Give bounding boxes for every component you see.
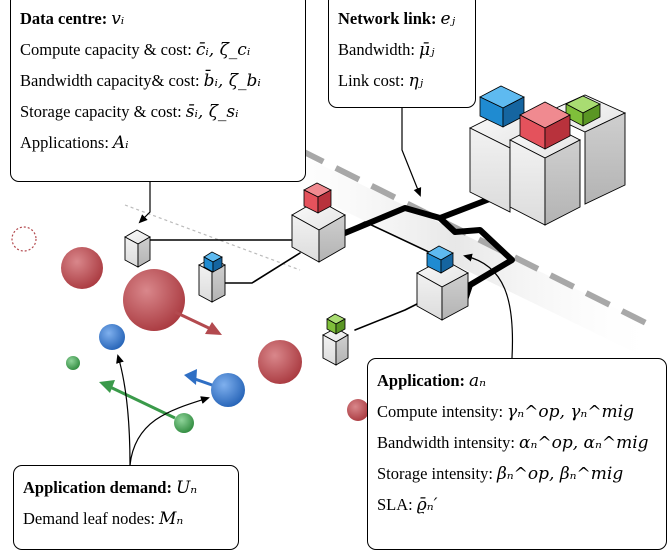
datacentre-small-bottom bbox=[322, 313, 349, 366]
application-callout-pointer bbox=[463, 253, 514, 359]
network-link bbox=[437, 215, 515, 303]
demand-sphere-red bbox=[258, 340, 302, 384]
callout-row: Storage intensity: βₙ^op, βₙ^mig bbox=[377, 458, 657, 489]
datacentre-small-mid bbox=[198, 251, 226, 303]
callout-row: Bandwidth: μ̄ⱼ bbox=[338, 34, 466, 65]
callout-row: Bandwidth intensity: αₙ^op, αₙ^mig bbox=[377, 427, 657, 458]
demand-sphere-red bbox=[61, 247, 103, 289]
callout-row: Applications: Aᵢ bbox=[20, 127, 296, 158]
callout-title: Application demand: Uₙ bbox=[23, 472, 229, 503]
callout-row: Storage capacity & cost: s̄ᵢ, ζ_sᵢ bbox=[20, 96, 296, 127]
network-link-title: Network link: bbox=[338, 8, 437, 28]
row-expr: ηⱼ bbox=[408, 70, 424, 91]
datacentre-small-left bbox=[124, 229, 151, 268]
row-label: Link cost: bbox=[338, 70, 405, 90]
row-label: Bandwidth capacity& cost: bbox=[20, 70, 200, 90]
row-label: SLA: bbox=[377, 494, 413, 514]
row-expr: γₙ^op, γₙ^mig bbox=[507, 401, 634, 422]
network-link bbox=[214, 252, 301, 284]
application-title: Application: bbox=[377, 370, 466, 390]
callout-row: Compute intensity: γₙ^op, γₙ^mig bbox=[377, 396, 657, 427]
row-label: Storage capacity & cost: bbox=[20, 101, 182, 121]
network-link-callout: Network link: eⱼ Bandwidth: μ̄ⱼ Link cos… bbox=[328, 0, 476, 108]
callout-title: Data centre: vᵢ bbox=[20, 3, 296, 34]
movement-arrow-blue bbox=[184, 369, 213, 387]
row-expr: Aᵢ bbox=[112, 132, 129, 153]
guide-line bbox=[124, 204, 301, 271]
demand-sphere-blue bbox=[99, 324, 125, 350]
datacentre-medium-center bbox=[291, 182, 346, 263]
network-link bbox=[342, 192, 503, 236]
row-expr: βₙ^op, βₙ^mig bbox=[496, 463, 624, 484]
demand-sphere-red bbox=[347, 399, 369, 421]
row-expr: b̄ᵢ, ζ_bᵢ bbox=[203, 70, 261, 91]
datacentre-callout-pointer bbox=[138, 180, 151, 224]
callout-row: Link cost: ηⱼ bbox=[338, 65, 466, 96]
network-link-symbol: eⱼ bbox=[440, 8, 456, 29]
row-expr: s̄ᵢ, ζ_sᵢ bbox=[185, 101, 239, 122]
datacentre-title: Data centre: bbox=[20, 8, 108, 28]
mobility-trail-shadow bbox=[250, 140, 660, 355]
datacentre-large-cluster bbox=[468, 85, 627, 226]
app-demand-symbol: Uₙ bbox=[175, 477, 198, 498]
callout-row: Bandwidth capacity& cost: b̄ᵢ, ζ_bᵢ bbox=[20, 65, 296, 96]
row-label: Compute capacity & cost: bbox=[20, 39, 192, 59]
application-symbol: aₙ bbox=[469, 370, 487, 391]
row-expr: μ̄ⱼ bbox=[419, 39, 435, 60]
network-links bbox=[149, 192, 515, 331]
row-label: Applications: bbox=[20, 132, 109, 152]
network-link bbox=[344, 221, 451, 263]
demand-sphere-blue bbox=[211, 373, 245, 407]
demand-callout-pointer bbox=[116, 354, 131, 466]
callout-row: SLA: ϱ̄ₙ′ bbox=[377, 489, 657, 520]
demand-sphere-red-outline bbox=[11, 226, 37, 252]
row-label: Bandwidth: bbox=[338, 39, 415, 59]
callout-title: Application: aₙ bbox=[377, 365, 657, 396]
mobility-path bbox=[298, 147, 652, 328]
link-callout-pointer bbox=[401, 108, 422, 197]
row-label: Demand leaf nodes: bbox=[23, 508, 155, 528]
app-demand-callout: Application demand: Uₙ Demand leaf nodes… bbox=[13, 465, 239, 550]
application-callout: Application: aₙ Compute intensity: γₙ^op… bbox=[367, 358, 667, 550]
app-demand-title: Application demand: bbox=[23, 477, 172, 497]
row-expr: αₙ^op, αₙ^mig bbox=[518, 432, 649, 453]
demand-callout-pointer bbox=[129, 396, 210, 466]
row-expr: c̄ᵢ, ζ_cᵢ bbox=[195, 39, 251, 60]
row-label: Compute intensity: bbox=[377, 401, 504, 421]
row-expr: ϱ̄ₙ′ bbox=[416, 494, 438, 515]
callout-row: Demand leaf nodes: Mₙ bbox=[23, 503, 229, 534]
row-label: Storage intensity: bbox=[377, 463, 493, 483]
demand-sphere-green bbox=[174, 413, 194, 433]
row-expr: Mₙ bbox=[158, 508, 184, 529]
datacentre-medium-right bbox=[416, 245, 469, 321]
callout-row: Compute capacity & cost: c̄ᵢ, ζ_cᵢ bbox=[20, 34, 296, 65]
movement-arrow-green bbox=[99, 380, 176, 420]
network-link bbox=[354, 299, 426, 331]
row-label: Bandwidth intensity: bbox=[377, 432, 515, 452]
callout-title: Network link: eⱼ bbox=[338, 3, 466, 34]
datacentre-symbol: vᵢ bbox=[111, 8, 125, 29]
datacentre-callout: Data centre: vᵢ Compute capacity & cost:… bbox=[10, 0, 306, 182]
movement-arrow-red bbox=[174, 310, 222, 335]
demand-sphere-red bbox=[123, 269, 185, 331]
demand-sphere-green bbox=[66, 356, 80, 370]
